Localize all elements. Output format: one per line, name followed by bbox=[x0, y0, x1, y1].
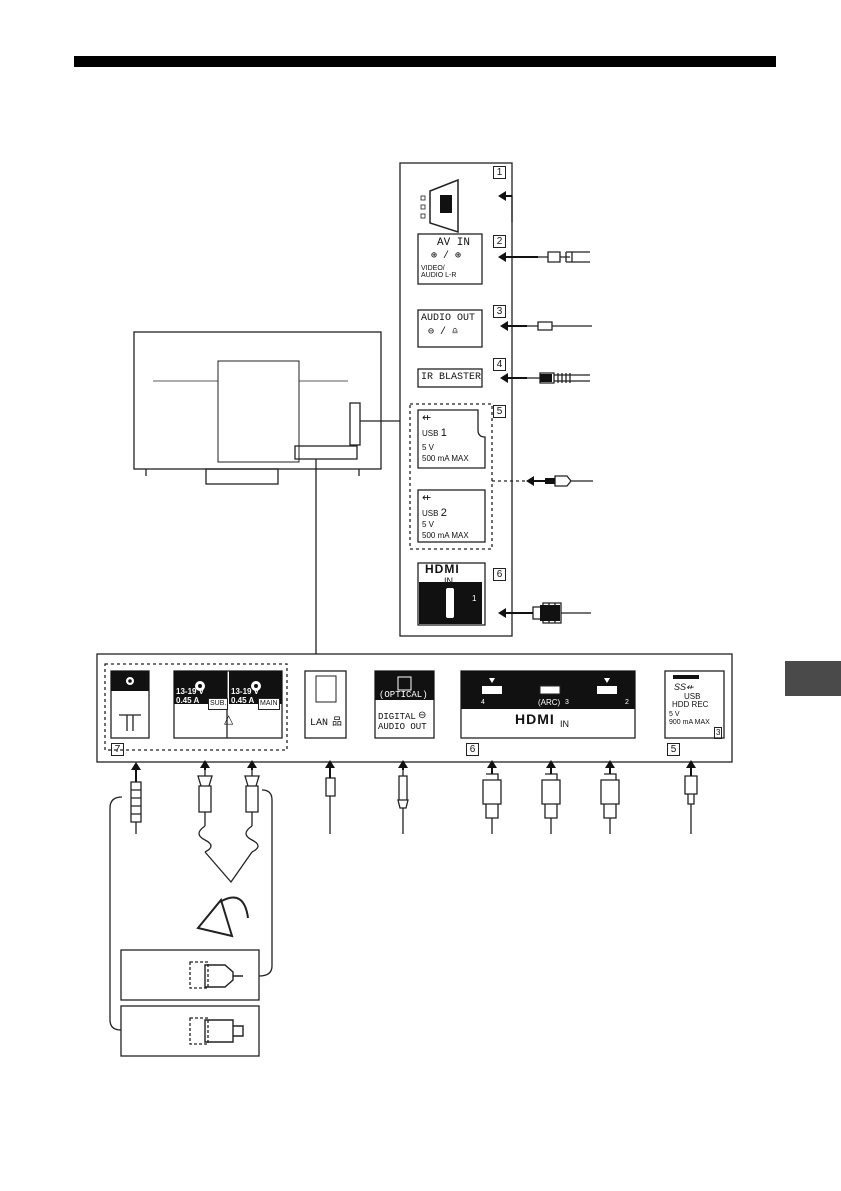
usb2-volt: 5 V bbox=[422, 520, 434, 530]
hdmi-logo-side: HDMI bbox=[425, 564, 460, 574]
usb2-current: 500 mA MAX bbox=[422, 531, 469, 541]
audio-out-symbols: ⊖ / ♎ bbox=[428, 328, 458, 338]
bottom-panel-frame bbox=[97, 654, 732, 762]
usb3-line2: HDD REC bbox=[672, 700, 708, 710]
usb2-label: USB 2 bbox=[422, 508, 447, 519]
hdmi-port3-num: 3 bbox=[565, 698, 569, 708]
usb1-label: USB 1 bbox=[422, 428, 447, 439]
tv-back-outline bbox=[134, 332, 381, 469]
hdmi-logo-bottom: HDMI bbox=[515, 714, 555, 724]
item-number-2: 2 bbox=[493, 235, 506, 248]
usb1-icon: ⇷ bbox=[422, 413, 431, 423]
satellite-icon: △ bbox=[224, 714, 233, 724]
hdmi-port4-num: 4 bbox=[481, 698, 485, 708]
lan-label: LAN bbox=[310, 719, 328, 729]
network-icon: 品 bbox=[332, 718, 342, 728]
hdmi-port-side-num: 1 bbox=[472, 594, 476, 604]
item-number-5: 5 bbox=[493, 405, 506, 418]
usb2-icon: ⇷ bbox=[422, 493, 431, 503]
sat-sub-tag: SUB. bbox=[208, 698, 228, 710]
item-number-6-bottom: 6 bbox=[466, 743, 479, 756]
hdmi-arc-label: (ARC) bbox=[538, 698, 560, 708]
hdmi-in-side-label: IN bbox=[444, 577, 453, 586]
item-number-1: 1 bbox=[493, 166, 506, 179]
av-in-label: AV IN bbox=[437, 238, 470, 248]
hdmi-in-label: IN bbox=[560, 719, 569, 729]
usb1-volt: 5 V bbox=[422, 443, 434, 453]
usb3-icon: SS⇷ bbox=[674, 682, 694, 692]
optical-line2: AUDIO OUT bbox=[378, 722, 427, 732]
av-in-sub2: AUDIO L-R bbox=[421, 272, 456, 279]
usb3-num: 3 bbox=[714, 727, 722, 739]
bottom-cables bbox=[131, 770, 697, 834]
sat-sub-current: 0.45 A bbox=[176, 696, 199, 706]
sat-main-current: 0.45 A bbox=[231, 696, 254, 706]
hdmi-port2-num: 2 bbox=[625, 698, 629, 708]
optical-line1: DIGITAL bbox=[378, 712, 416, 722]
ir-blaster-label: IR BLASTER bbox=[421, 373, 481, 383]
item-number-7: 7 bbox=[111, 743, 124, 756]
item-number-4: 4 bbox=[493, 358, 506, 371]
optical-label: (OPTICAL) bbox=[379, 690, 428, 700]
usb3-current: 900 mA MAX bbox=[669, 718, 710, 728]
usb1-current: 500 mA MAX bbox=[422, 454, 469, 464]
sat-main-tag: MAIN bbox=[258, 698, 280, 710]
item-number-6: 6 bbox=[493, 568, 506, 581]
audio-out-icon: ⊖ bbox=[418, 711, 426, 721]
av-in-sub: VIDEO/ bbox=[421, 265, 445, 272]
audio-out-label: AUDIO OUT bbox=[421, 314, 475, 324]
av-in-symbols: ⊕ / ⊕ bbox=[431, 252, 461, 262]
item-number-3: 3 bbox=[493, 305, 506, 318]
item-number-5-bottom: 5 bbox=[667, 743, 680, 756]
